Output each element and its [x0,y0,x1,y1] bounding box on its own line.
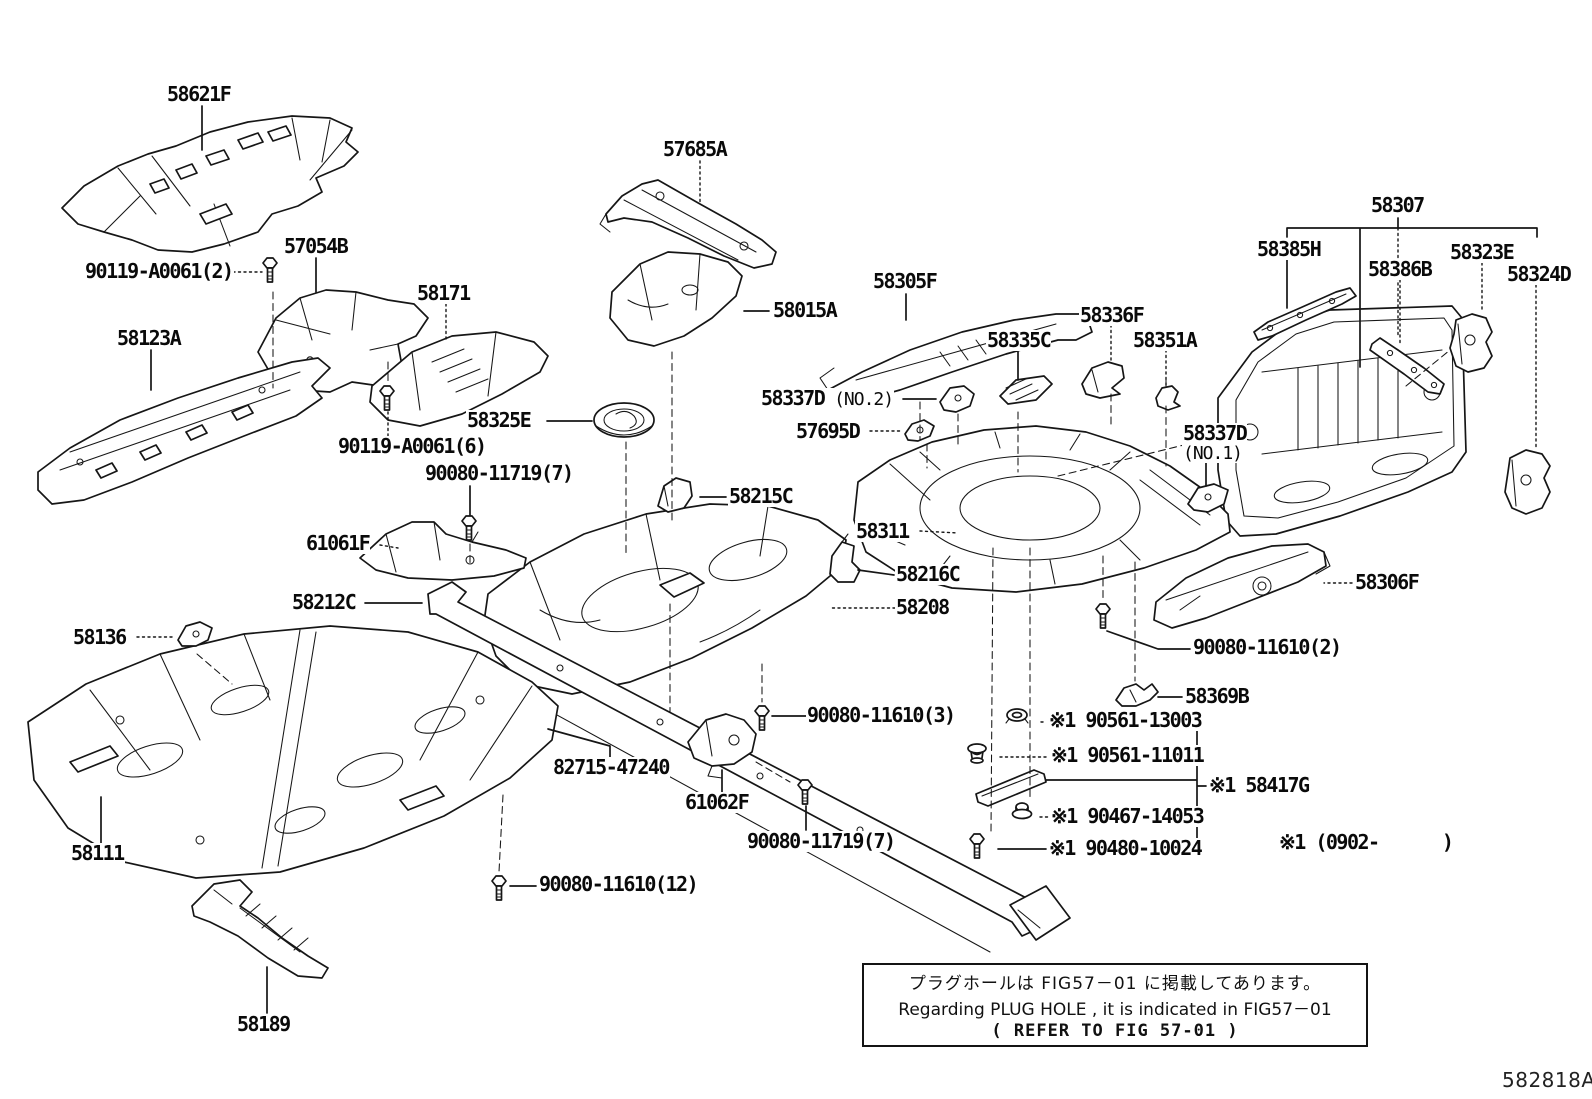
part-label-58335C: 58335C [986,328,1052,352]
part-label-57685A: 57685A [662,137,728,161]
part-label-58311: 58311 [855,519,910,543]
note-line-japanese: プラグホールは FIG57－01 に掲載してあります。 [908,974,1322,994]
part-label-58111: 58111 [70,841,125,865]
part-58215c-bracket-drawing [657,477,693,513]
part-58336f-bracket-drawing [1081,361,1125,399]
part-58385h-bar-drawing [1253,287,1357,341]
part-label-58351A: 58351A [1132,328,1198,352]
plug-hole-note-box: プラグホールは FIG57－01 に掲載してあります。 Regarding PL… [862,963,1368,1047]
part-label-58189: 58189 [236,1012,291,1036]
part-58337d-no2-bracket-drawing [939,385,975,413]
part-label-58323E: 58323E [1449,240,1515,264]
part-label-58386B: 58386B [1367,257,1433,281]
part-label-58208: 58208 [895,595,950,619]
part-58351a-clip-drawing [1155,379,1181,411]
part-label-58136: 58136 [72,625,127,649]
part-57685a-crossmember-drawing [599,179,777,269]
part-label-190467-14053: ※1 90467-14053 [1050,804,1205,828]
part-label-58215C: 58215C [728,484,794,508]
part-label-90119-A00616: 90119-A0061(6) [337,434,487,458]
part-58216c-clip-drawing [829,533,861,583]
part-58386b-bar-drawing [1369,337,1445,395]
part-58325e-grommet-drawing [593,402,655,438]
leader-lines [100,105,1538,1014]
part-58335c-plate-drawing [999,375,1053,405]
part-label-58123A: 58123A [116,326,182,350]
part-label-58216C: 58216C [895,562,961,586]
part-58323e-bracket-drawing [1449,313,1493,373]
part-58136-clip-drawing [177,621,213,647]
part-label-190480-10024: ※1 90480-10024 [1048,836,1203,860]
part-label-58306F: 58306F [1354,570,1420,594]
part-58621f-heat-insulator-drawing [61,115,359,253]
part-label-58212C: 58212C [291,590,357,614]
part-label-90080-117197: 90080-11719(7) [746,829,896,853]
part-label-58336F: 58336F [1079,303,1145,327]
part-label-58337D: 58337D(NO.1) [1182,421,1248,465]
part-58311-rear-floor-pan-drawing [853,425,1231,593]
part-label-90080-116102: 90080-11610(2) [1192,635,1342,659]
part-label-90080-1161012: 90080-11610(12) [538,872,699,896]
part-label-10902-: ※1 (0902- ) [1278,830,1454,854]
part-label-90080-116103: 90080-11610(3) [806,703,956,727]
part-58015a-floor-pan-drawing [609,251,743,347]
figure-code: 582818A [1502,1068,1592,1092]
assembly-dashed-lines [196,291,1451,873]
part-label-90119-A00612: 90119-A0061(2) [84,259,234,283]
note-line-english: Regarding PLUG HOLE , it is indicated in… [898,1000,1332,1020]
part-58189-reinforcement-drawing [191,879,329,979]
part-label-82715-47240: 82715-47240 [552,755,670,779]
part-61061f-bracket-drawing [359,521,527,581]
part-58306f-side-member-drawing [1153,543,1331,629]
part-label-58369B: 58369B [1184,684,1250,708]
part-label-58337D: 58337D (NO.2) [760,386,895,410]
part-58324d-bracket-drawing [1504,449,1551,515]
part-label-158417G: ※1 58417G [1208,773,1310,797]
part-label-58015A: 58015A [772,298,838,322]
part-label-58307: 58307 [1370,193,1425,217]
part-label-61061F: 61061F [305,531,371,555]
part-label-90080-117197: 90080-11719(7) [424,461,574,485]
part-label-58324D: 58324D [1506,262,1572,286]
part-61062f-bracket-drawing [687,713,757,779]
part-label-58305F: 58305F [872,269,938,293]
part-label-58385H: 58385H [1256,237,1322,261]
part-label-57054B: 57054B [283,234,349,258]
part-label-58325E: 58325E [466,408,532,432]
part-58123a-member-drawing [37,357,331,505]
note-line-reference: ( REFER TO FIG 57-01 ) [991,1021,1239,1041]
part-label-57695D: 57695D [795,419,861,443]
part-label-190561-11011: ※1 90561-11011 [1050,743,1205,767]
part-label-190561-13003: ※1 90561-13003 [1048,708,1203,732]
part-58337d-no1-bracket-drawing [1187,483,1229,513]
part-label-58171: 58171 [416,281,471,305]
part-label-61062F: 61062F [684,790,750,814]
part-58369b-clip-drawing [1115,683,1159,707]
part-label-58621F: 58621F [166,82,232,106]
